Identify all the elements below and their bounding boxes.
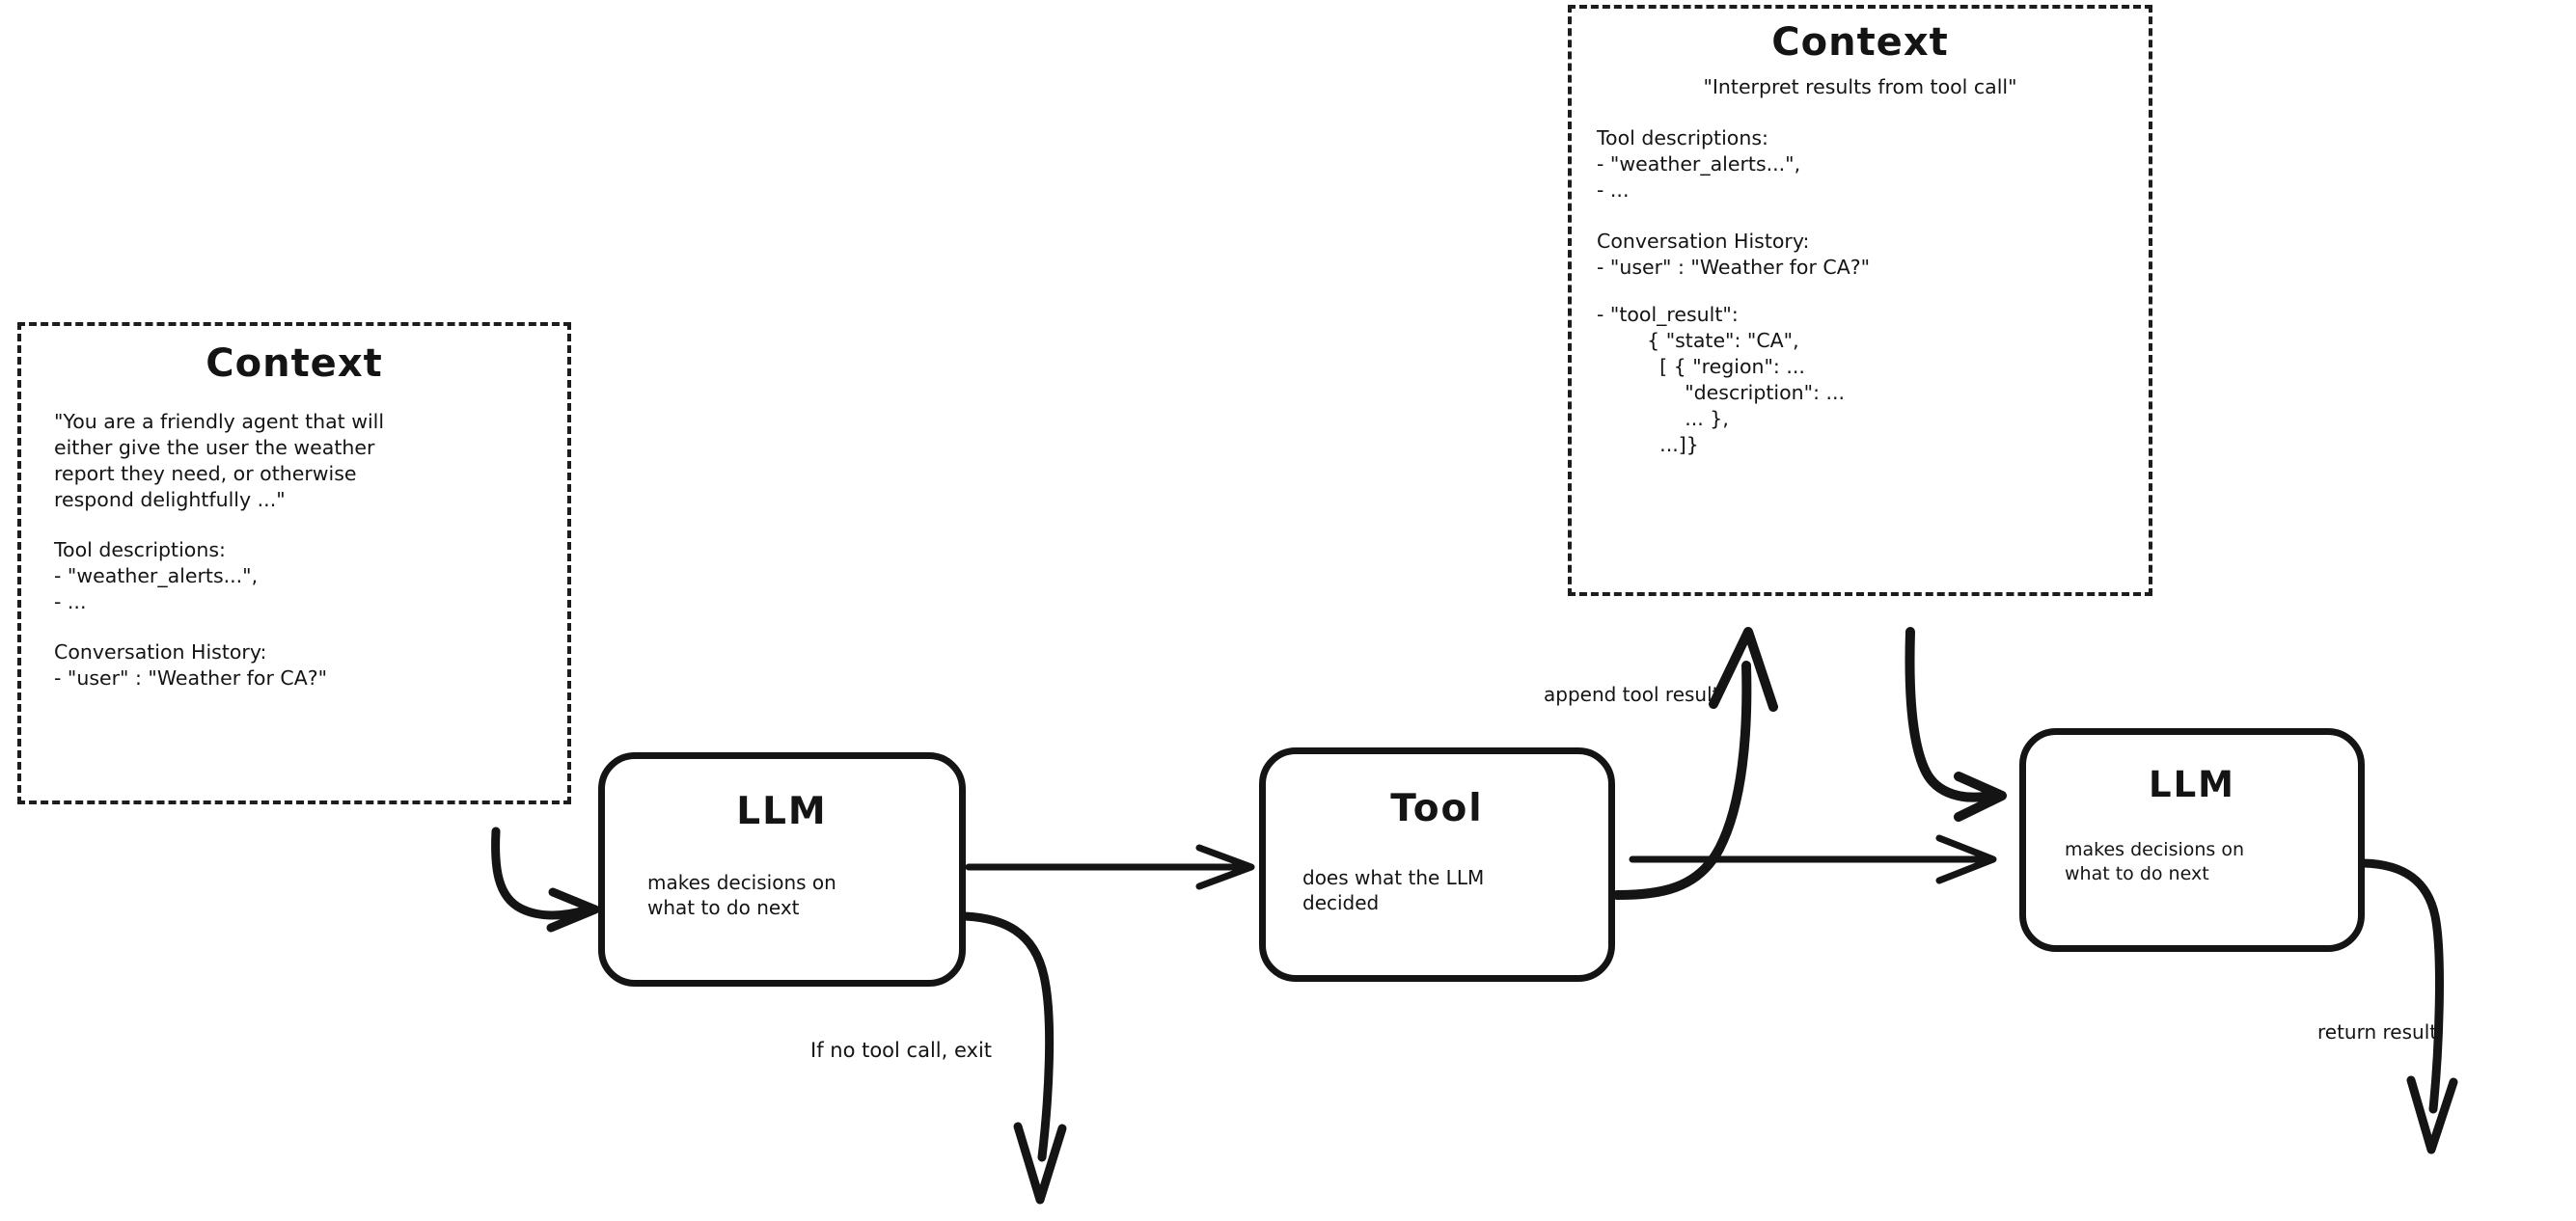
node-tool-title: Tool bbox=[1390, 787, 1484, 830]
edge-label-if-no-tool-call-exit: If no tool call, exit bbox=[810, 1039, 993, 1062]
context-initial-conversation-lines: - "user" : "Weather for CA?" bbox=[54, 666, 328, 690]
context-after-tool-conversation-lines: - "user" : "Weather for CA?" bbox=[1597, 256, 1871, 279]
context-after-tool-tool-descriptions-lines: - "weather_alerts...", - ... bbox=[1597, 152, 1801, 202]
context-after-tool-system-prompt: "Interpret results from tool call" bbox=[1703, 75, 2017, 98]
edge-label-append-tool-result: append tool result bbox=[1544, 683, 1720, 706]
context-after-tool-conversation-heading: Conversation History: bbox=[1597, 230, 1810, 253]
context-initial-tool-descriptions-lines: - "weather_alerts...", - ... bbox=[54, 564, 259, 613]
node-tool-subtitle: does what the LLM decided bbox=[1302, 866, 1485, 914]
node-llm-2[interactable]: LLM makes decisions on what to do next bbox=[2019, 728, 2365, 952]
node-llm-2-subtitle: makes decisions on what to do next bbox=[2065, 839, 2245, 884]
node-llm-1-title: LLM bbox=[736, 790, 828, 833]
context-initial-system-prompt: "You are a friendly agent that will eith… bbox=[54, 410, 385, 511]
context-box-after-tool: Context "Interpret results from tool cal… bbox=[1568, 5, 2152, 596]
edge-tool-to-llm2-icon bbox=[1629, 834, 1997, 884]
context-initial-conversation-heading: Conversation History: bbox=[54, 640, 267, 664]
context-box-initial: Context "You are a friendly agent that w… bbox=[17, 322, 571, 804]
context-after-tool-result-body: { "state": "CA", [ { "region": ... "desc… bbox=[1647, 329, 1846, 456]
node-llm-2-title: LLM bbox=[2149, 764, 2235, 805]
node-llm-1[interactable]: LLM makes decisions on what to do next bbox=[598, 752, 966, 987]
edge-tool-to-context2-icon bbox=[1612, 627, 1778, 900]
node-tool[interactable]: Tool does what the LLM decided bbox=[1259, 747, 1615, 982]
context-initial-tool-descriptions-heading: Tool descriptions: bbox=[54, 538, 226, 561]
edge-llm1-to-tool-icon bbox=[965, 844, 1255, 890]
context-initial-title: Context bbox=[206, 341, 383, 386]
node-llm-1-subtitle: makes decisions on what to do next bbox=[647, 871, 836, 919]
context-after-tool-result-key: - "tool_result": bbox=[1597, 303, 1739, 326]
edge-llm2-return-icon bbox=[2359, 858, 2458, 1154]
context-after-tool-tool-descriptions-heading: Tool descriptions: bbox=[1597, 126, 1768, 149]
context-after-tool-title: Context bbox=[1771, 20, 1949, 65]
edge-context2-to-llm2-icon bbox=[1905, 627, 2007, 822]
edge-label-return-result: return result bbox=[2317, 1020, 2438, 1044]
edge-context-to-llm1-icon bbox=[491, 827, 600, 933]
